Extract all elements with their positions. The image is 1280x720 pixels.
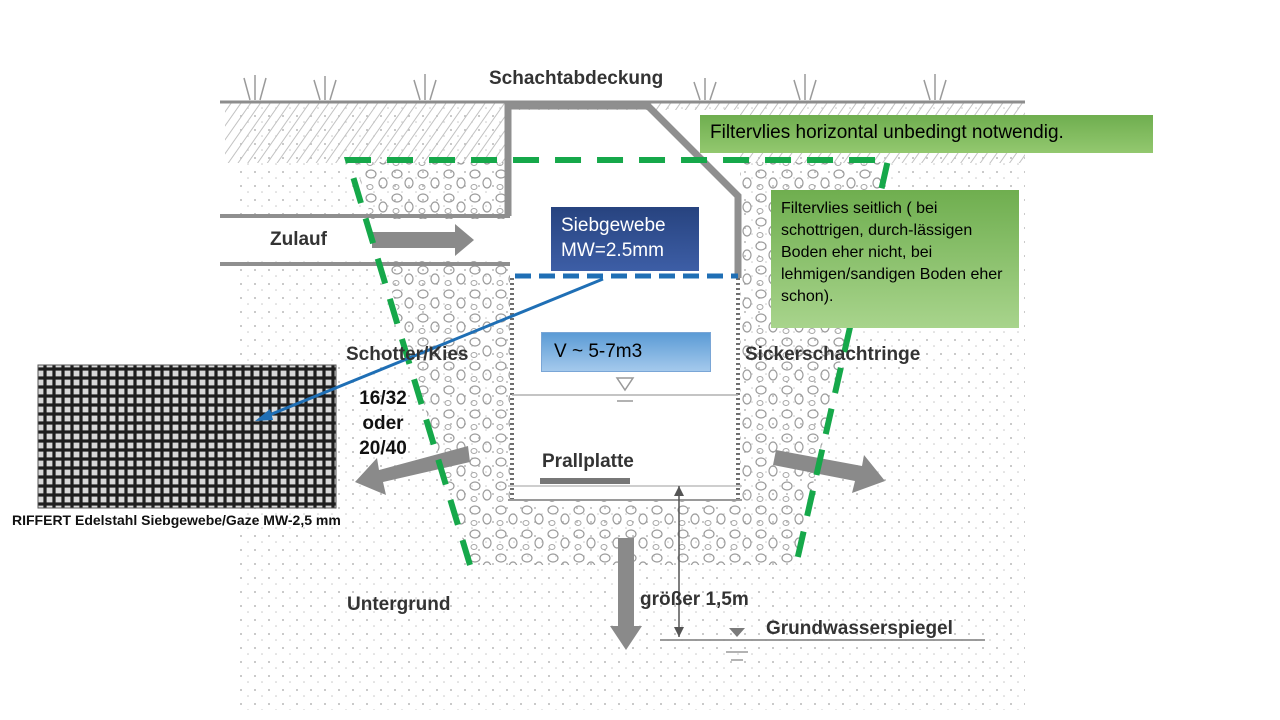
callout-sieve-line2: MW=2.5mm xyxy=(561,240,664,261)
gravel-size-line1: 16/32 xyxy=(359,388,407,409)
inflow-arrow xyxy=(372,224,474,256)
water-level-symbol xyxy=(615,377,635,392)
sieve-pointer-line xyxy=(261,277,604,420)
depth-arrow-top xyxy=(674,486,684,496)
mesh-photo xyxy=(38,365,336,508)
gravel-size-line2: oder xyxy=(362,413,404,434)
groundwater-label: Grundwasserspiegel xyxy=(766,618,953,639)
mesh-photo-border xyxy=(37,364,337,509)
callout-volume: V ~ 5-7m3 xyxy=(541,332,711,372)
shaft-cover-outline xyxy=(504,102,742,278)
baffle-plate xyxy=(540,478,630,484)
gravel-label: Schotter/Kies xyxy=(346,344,469,365)
cover-label: Schachtabdeckung xyxy=(489,68,664,89)
groundwater-symbol xyxy=(729,628,745,637)
shaft-interior xyxy=(510,110,740,500)
outflow-arrow-down xyxy=(610,538,642,650)
baffle-label: Prallplatte xyxy=(542,451,634,472)
outflow-arrow-right xyxy=(773,450,885,493)
filter-fleece-outline xyxy=(343,157,892,566)
depth-label: größer 1,5m xyxy=(640,589,749,610)
callout-filter-horizontal: Filtervlies horizontal unbedingt notwend… xyxy=(700,115,1153,153)
mesh-caption: RIFFERT Edelstahl Siebgewebe/Gaze MW-2,5… xyxy=(12,512,341,528)
grass-tufts xyxy=(243,74,947,101)
depth-arrow-bottom xyxy=(674,627,684,637)
gravel-size-line3: 20/40 xyxy=(359,438,407,459)
callout-filter-side: Filtervlies seitlich ( bei schottrigen, … xyxy=(771,190,1019,328)
callout-sieve: Siebgewebe MW=2.5mm xyxy=(551,207,699,271)
subsoil-label: Untergrund xyxy=(347,594,451,615)
gravel-size-label: 16/32 oder 20/40 xyxy=(350,386,416,461)
rings-label: Sickerschachtringe xyxy=(745,344,921,365)
callout-sieve-line1: Siebgewebe xyxy=(561,215,666,236)
inflow-label: Zulauf xyxy=(270,229,327,250)
outflow-arrow-left xyxy=(355,446,470,495)
sieve-pointer-arrowhead xyxy=(255,409,273,421)
